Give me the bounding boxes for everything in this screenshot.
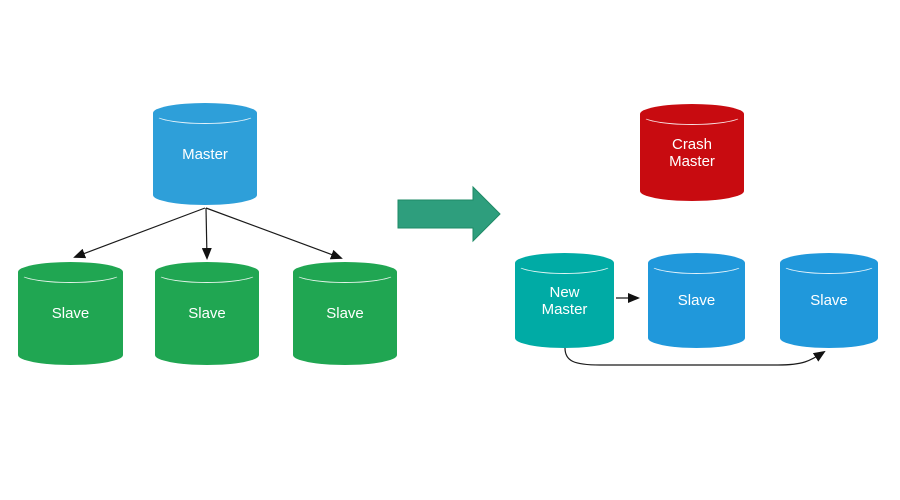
right-slave2-label: Slave — [810, 292, 848, 309]
right-slave2-db-cylinder: Slave — [780, 253, 878, 348]
slave2-label: Slave — [188, 305, 226, 322]
master-label: Master — [182, 145, 228, 163]
new-master-label-line2: Master — [541, 300, 588, 318]
master-to-slave2-arrow — [201, 207, 212, 260]
slave1-db-cylinder: Slave — [18, 262, 123, 365]
slave2-db-cylinder: Slave — [155, 262, 259, 365]
crash-master-label: Crash Master — [669, 136, 715, 170]
right-slave1-label: Slave — [677, 292, 716, 309]
slave3-label: Slave — [326, 305, 364, 322]
slave1-label: Slave — [51, 305, 90, 322]
master-db-cylinder: Master — [153, 103, 257, 205]
new-master-db-cylinder: New Master — [515, 253, 614, 348]
failover-transition-arrow — [397, 185, 501, 243]
master-to-slave1-arrow — [73, 207, 206, 259]
new-master-label: New Master — [542, 284, 588, 318]
newmaster-to-slave2-curved-arrow — [564, 347, 826, 366]
right-slave1-db-cylinder: Slave — [648, 253, 745, 348]
crash-master-label-line1: Crash — [671, 135, 712, 153]
new-master-label-line1: New — [549, 283, 580, 301]
crash-master-db-cylinder: Crash Master — [640, 104, 744, 201]
slave3-db-cylinder: Slave — [293, 262, 397, 365]
crash-master-label-line2: Master — [669, 152, 715, 170]
master-to-slave3-arrow — [205, 207, 343, 260]
